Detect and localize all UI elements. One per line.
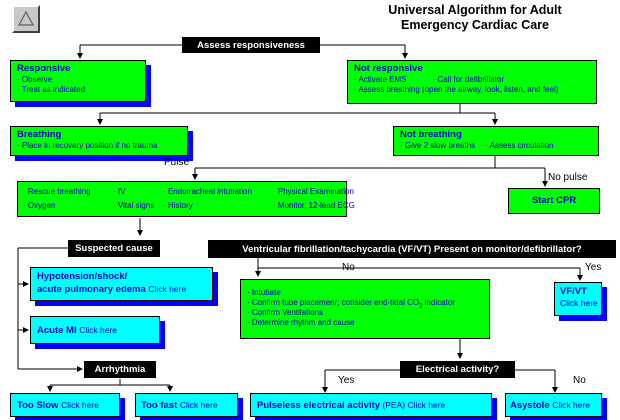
intubate-item: · Intubate <box>247 288 281 297</box>
acute-mi-click-link[interactable]: Click here <box>79 325 118 335</box>
too-fast-box[interactable]: Too fast Click here <box>135 393 238 417</box>
back-button[interactable] <box>12 5 40 33</box>
breathing-title: Breathing <box>17 129 62 140</box>
asystole-title: Asystole Click here <box>510 400 591 411</box>
responsive-box: Responsive · Observe · Treat as indicate… <box>10 60 146 102</box>
arrhythmia-box: Arrhythmia <box>84 361 156 378</box>
pulse-item: · Vital signs <box>113 201 155 210</box>
suspected-cause-box: Suspected cause <box>68 240 160 257</box>
acute-mi-title: Acute MI Click here <box>37 325 118 336</box>
intubate-item: · Confirm tube placemenr; consider end-t… <box>247 298 455 310</box>
not-responsive-title: Not responsive <box>354 63 423 74</box>
start-cpr-box: Start CPR <box>508 188 600 214</box>
triangle-icon <box>17 10 35 26</box>
pulse-label: Pulse <box>164 157 190 168</box>
pea-click-link[interactable]: Click here <box>407 400 446 410</box>
title-line1: Universal Algorithm for Adult <box>388 3 562 17</box>
not-responsive-item: · Assess breathing (open the airway, loo… <box>354 85 559 94</box>
electrical-no-label: No <box>573 375 586 386</box>
not-responsive-item: · Activate EMS· Call for defibrillator <box>354 75 505 84</box>
title-line2: Emergency Cardiac Care <box>401 18 549 32</box>
electrical-activity-box: Electrical activity? <box>400 361 515 378</box>
intubate-item: · Confirm Ventilations <box>247 308 324 317</box>
responsive-title: Responsive <box>17 63 71 74</box>
start-cpr-label: Start CPR <box>531 195 577 206</box>
vfvt-question-label: Ventricular fibrillation/tachycardia (VF… <box>242 243 582 255</box>
assess-label: Assess responsiveness <box>197 39 305 51</box>
asystole-click-link[interactable]: Click here <box>552 400 591 410</box>
too-slow-box[interactable]: Too Slow Click here <box>10 393 120 417</box>
vfvt-box[interactable]: VF/VT Click here <box>554 282 602 316</box>
vfvt-question-box: Ventricular fibrillation/tachycardia (VF… <box>208 240 616 258</box>
intubate-box: · Intubate · Confirm tube placemenr; con… <box>240 279 490 339</box>
too-fast-title: Too fast Click here <box>141 400 218 411</box>
not-breathing-title: Not breathing <box>400 129 462 140</box>
pulse-item: · Rescue breathing <box>23 187 91 196</box>
vfvt-title: VF/VT <box>560 286 587 297</box>
responsive-item: · Treat as indicated <box>17 85 86 94</box>
electrical-yes-label: Yes <box>338 375 355 386</box>
too-slow-title: Too Slow Click here <box>17 400 99 411</box>
intubate-item: · Determine rhythm and cause <box>247 318 355 327</box>
vfvt-no-label: No <box>342 262 355 273</box>
acute-mi-box[interactable]: Acute MI Click here <box>30 316 160 344</box>
arrhythmia-label: Arrhythmia <box>94 364 146 375</box>
electrical-activity-label: Electrical activity? <box>415 364 500 375</box>
not-breathing-box: Not breathing · Give 2 slow breaths· Ass… <box>393 126 599 156</box>
page-title: Universal Algorithm for Adult Emergency … <box>340 3 610 33</box>
suspected-cause-label: Suspected cause <box>75 243 153 254</box>
pulse-actions-box: · Rescue breathing · IV · Endotracheal i… <box>17 181 355 217</box>
not-responsive-box: Not responsive · Activate EMS· Call for … <box>347 60 597 104</box>
vfvt-click-link[interactable]: Click here <box>560 298 598 308</box>
vfvt-yes-label: Yes <box>585 262 602 273</box>
pulse-item: · Oxygen <box>23 201 56 210</box>
hypotension-title1: Hypotension/shock/ <box>37 271 128 282</box>
breathing-box: Breathing · Place in recovery position i… <box>10 126 188 156</box>
pulse-item: · Physical Examination <box>273 187 354 196</box>
asystole-box[interactable]: Asystole Click here <box>505 393 602 417</box>
hypotension-click-link[interactable]: Click here <box>148 284 187 294</box>
responsive-item: · Observe <box>17 75 53 84</box>
too-fast-click-link[interactable]: Click here <box>179 400 218 410</box>
pulse-item: · IV <box>113 187 126 196</box>
pulse-item: · History <box>163 201 193 210</box>
pulse-item: · Monitor, 12-lead ECG <box>273 201 355 210</box>
not-breathing-item: · Give 2 slow breaths· Assess circulatio… <box>400 141 554 150</box>
hypotension-title2: acute pulmonary edema Click here <box>37 284 187 295</box>
pea-title: Pulseless electrical activity (PEA) Clic… <box>257 400 446 411</box>
hypotension-box[interactable]: Hypotension/shock/ acute pulmonary edema… <box>30 267 213 301</box>
no-pulse-label: No pulse <box>548 172 588 183</box>
pulse-item: · Endotracheal intubation <box>163 187 252 196</box>
assess-responsiveness-box: Assess responsiveness <box>182 37 320 53</box>
too-slow-click-link[interactable]: Click here <box>61 400 99 410</box>
pea-box[interactable]: Pulseless electrical activity (PEA) Clic… <box>250 393 492 417</box>
breathing-item: · Place in recovery position if no traum… <box>17 141 158 150</box>
